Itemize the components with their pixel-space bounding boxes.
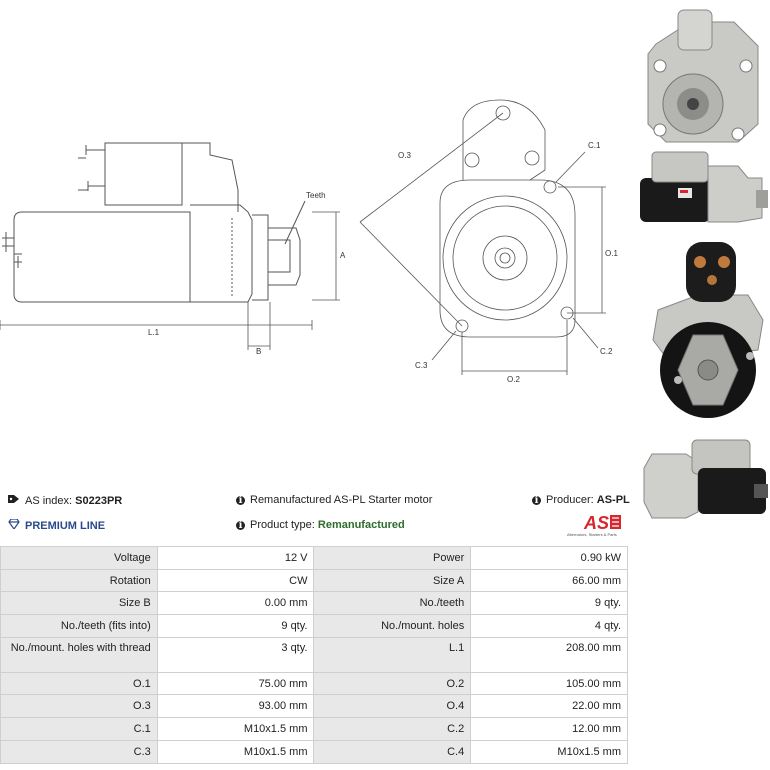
o2-label: O.2 (507, 375, 520, 384)
as-index: AS index: S0223PR (8, 494, 122, 507)
c1-label: C.1 (588, 141, 601, 150)
as-pl-logo: AS Alternators, Starters & Parts (567, 513, 621, 537)
producer-value: AS-PL (596, 494, 630, 506)
spec-value: M10x1.5 mm (470, 739, 628, 764)
producer-label: Producer: (546, 494, 594, 506)
spec-value: M10x1.5 mm (156, 739, 315, 764)
spec-value: 4 qty. (470, 614, 628, 638)
spec-value: 208.00 mm (470, 636, 628, 673)
spec-name: C.3 (0, 739, 158, 764)
spec-value: 105.00 mm (470, 671, 628, 696)
o3-label: O.3 (398, 151, 411, 160)
solenoid-outline (104, 142, 183, 206)
c2-label: C.2 (600, 347, 613, 356)
spec-name: C.4 (313, 739, 472, 764)
spec-name: Rotation (0, 568, 158, 593)
producer: i Producer: AS-PL (532, 494, 630, 506)
motor-body-outline (13, 211, 191, 303)
spec-value: CW (156, 568, 315, 593)
starter-side-view-photo[interactable] (638, 148, 770, 232)
as-index-value: S0223PR (75, 494, 123, 507)
pinion-outline (268, 227, 301, 286)
product-info: AS index: S0223PR i Remanufactured AS-PL… (0, 488, 630, 538)
a-dimension-line (312, 211, 340, 301)
c3-label: C.3 (415, 361, 428, 370)
info-icon: i (236, 520, 245, 530)
teeth-label: Teeth (306, 191, 326, 200)
spec-value: 3 qty. (156, 636, 315, 673)
starter-back-view-photo[interactable] (638, 240, 770, 430)
spec-row: No./teeth (fits into)9 qty.No./mount. ho… (0, 614, 628, 638)
spec-value: 66.00 mm (470, 568, 628, 593)
info-icon: i (532, 495, 541, 505)
description-text: Remanufactured AS-PL Starter motor (250, 494, 433, 506)
spec-name: Size B (0, 591, 158, 616)
spec-value: 93.00 mm (156, 694, 315, 719)
product-type-value: Remanufactured (317, 519, 405, 531)
spec-name: No./mount. holes with thread (0, 636, 158, 673)
spec-value: M10x1.5 mm (156, 717, 315, 741)
a-label: A (340, 251, 346, 260)
product-type-label: Product type: (250, 519, 315, 531)
spec-name: Voltage (0, 546, 158, 570)
o2-dimension-line (461, 320, 568, 375)
starter-front-view-photo[interactable] (638, 4, 770, 144)
spec-value: 9 qty. (470, 591, 628, 616)
spec-name: L.1 (313, 636, 472, 673)
description: i Remanufactured AS-PL Starter motor (236, 494, 432, 506)
spec-name: No./teeth (313, 591, 472, 616)
spec-value: 9 qty. (156, 614, 315, 638)
spec-value: 0.90 kW (470, 546, 628, 570)
spec-name: O.1 (0, 671, 158, 696)
as-index-label: AS index: (25, 494, 73, 507)
spec-name: O.4 (313, 694, 472, 719)
starter-angle-view-photo[interactable] (638, 432, 770, 528)
spec-value: 12.00 mm (470, 717, 628, 741)
spec-value: 75.00 mm (156, 671, 315, 696)
b-label: B (256, 347, 261, 356)
logo-text: AS (583, 513, 609, 533)
l1-label: L.1 (148, 328, 160, 337)
spec-name: No./mount. holes (313, 614, 472, 638)
spec-name: Size A (313, 568, 472, 593)
spec-name: C.1 (0, 717, 158, 741)
diamond-icon (8, 518, 20, 532)
flange-outline (439, 179, 576, 338)
spec-value: 0.00 mm (156, 591, 315, 616)
spec-name: Power (313, 546, 472, 570)
logo-tagline: Alternators, Starters & Parts (567, 532, 617, 537)
spec-value: 22.00 mm (470, 694, 628, 719)
info-icon: i (236, 495, 245, 505)
b-dimension-line (247, 302, 271, 350)
spec-name: C.2 (313, 717, 472, 741)
product-photos (638, 0, 770, 530)
premium-line: PREMIUM LINE (8, 518, 106, 532)
product-type: i Product type: Remanufactured (236, 519, 405, 531)
flange-bore-outer (442, 195, 568, 321)
spec-name: No./teeth (fits into) (0, 614, 158, 638)
premium-line-label: PREMIUM LINE (25, 519, 106, 532)
o3-dimension-line (359, 112, 504, 327)
spec-name: O.3 (0, 694, 158, 719)
spec-name: O.2 (313, 671, 472, 696)
drive-housing-outline (190, 204, 253, 303)
teeth-leader (284, 200, 306, 245)
solenoid-top-outline (462, 99, 546, 181)
tag-icon (8, 494, 20, 507)
l1-dimension-line (0, 320, 313, 330)
technical-drawing: Teeth A B L.1 O.3 C.1 O.1 C.2 C.3 O.2 (0, 99, 618, 384)
o1-label: O.1 (605, 249, 618, 258)
spec-value: 12 V (156, 546, 315, 570)
o1-dimension-line (558, 186, 606, 314)
